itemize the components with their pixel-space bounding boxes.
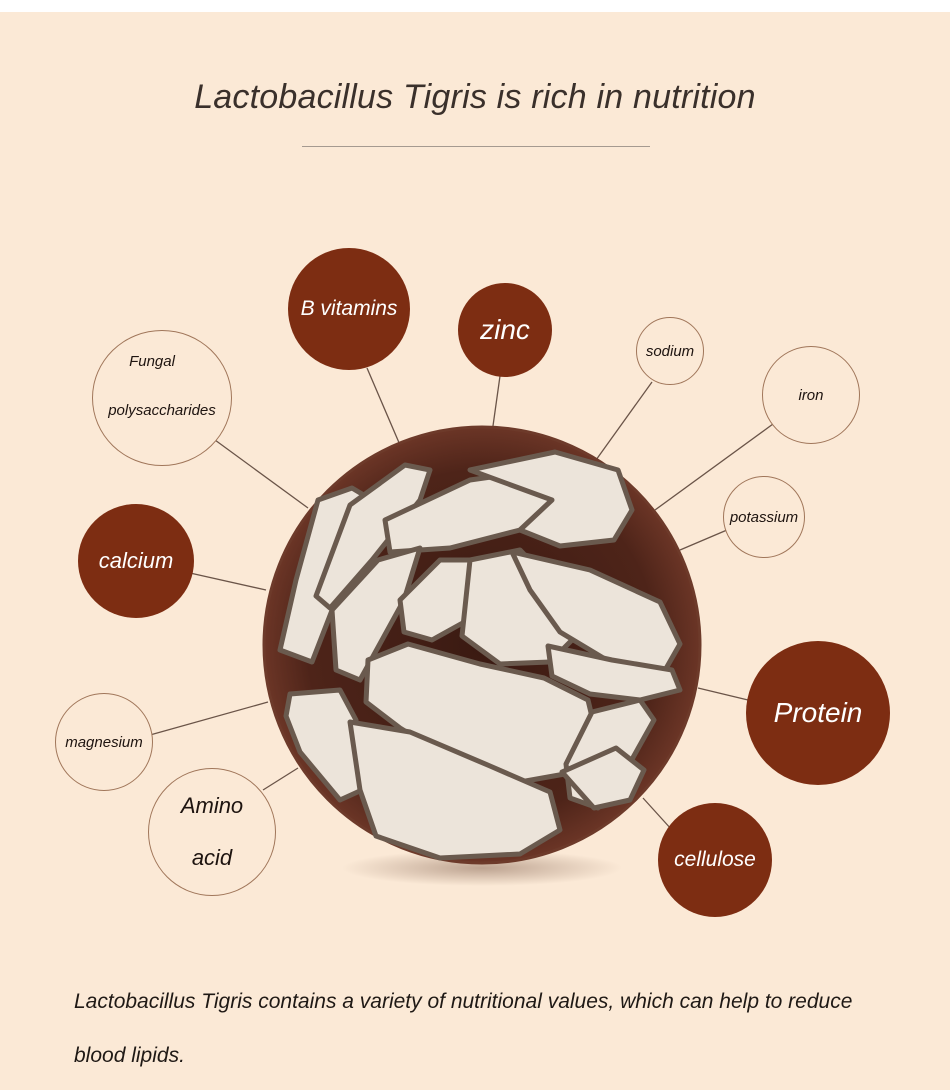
nutrient-label: calcium xyxy=(98,548,174,573)
nutrient-label: B vitamins xyxy=(300,297,398,320)
page-title: Lactobacillus Tigris is rich in nutritio… xyxy=(194,78,756,116)
nutrient-b-vitamins: B vitamins xyxy=(288,248,410,370)
nutrient-label: cellulose xyxy=(674,848,756,871)
root-slice xyxy=(559,745,647,811)
root-slice xyxy=(347,719,563,861)
nutrient-label: zinc xyxy=(480,314,530,345)
nutrient-label: Fungal xyxy=(129,353,175,370)
nutrient-protein: Protein xyxy=(746,641,890,785)
line-sodium xyxy=(595,381,653,461)
title-divider xyxy=(302,146,650,147)
nutrient-label: polysaccharides xyxy=(108,402,216,419)
nutrient-label: magnesium xyxy=(65,733,143,751)
nutrient-calcium: calcium xyxy=(78,504,194,618)
line-protein xyxy=(697,687,749,701)
nutrient-label: sodium xyxy=(645,342,695,360)
line-magnesium xyxy=(149,701,269,736)
line-fungal xyxy=(214,439,309,509)
bowl-shadow xyxy=(342,850,622,886)
line-calcium xyxy=(189,572,267,591)
nutrient-label: iron xyxy=(798,386,824,404)
root-slices xyxy=(277,449,683,861)
line-zinc xyxy=(491,375,501,434)
nutrient-magnesium: magnesium xyxy=(55,693,153,791)
nutrient-label: Protein xyxy=(773,697,863,728)
line-potassium xyxy=(679,529,728,551)
connector-lines xyxy=(149,367,774,831)
line-cellulose xyxy=(642,797,673,831)
nutrient-label: potassium xyxy=(729,508,799,526)
root-slice xyxy=(283,687,365,803)
nutrient-fungal-polysaccharides: Fungal polysaccharides xyxy=(92,330,232,466)
nutrient-sodium: sodium xyxy=(636,317,704,385)
description-text: Lactobacillus Tigris contains a variety … xyxy=(74,990,853,1067)
line-iron xyxy=(654,423,774,511)
nutrient-potassium: potassium xyxy=(723,476,805,558)
top-band xyxy=(0,0,950,12)
line-b-vitamins xyxy=(366,367,401,446)
nutrient-cellulose: cellulose xyxy=(658,803,772,917)
nutrient-zinc: zinc xyxy=(458,283,552,377)
line-amino xyxy=(262,767,299,791)
root-slice xyxy=(467,449,635,549)
root-slice xyxy=(545,643,683,703)
nutrient-iron: iron xyxy=(762,346,860,444)
nutrient-label: acid xyxy=(191,845,233,870)
nutrient-label: Amino xyxy=(180,793,244,818)
nutrient-amino-acid: Amino acid xyxy=(148,768,276,896)
